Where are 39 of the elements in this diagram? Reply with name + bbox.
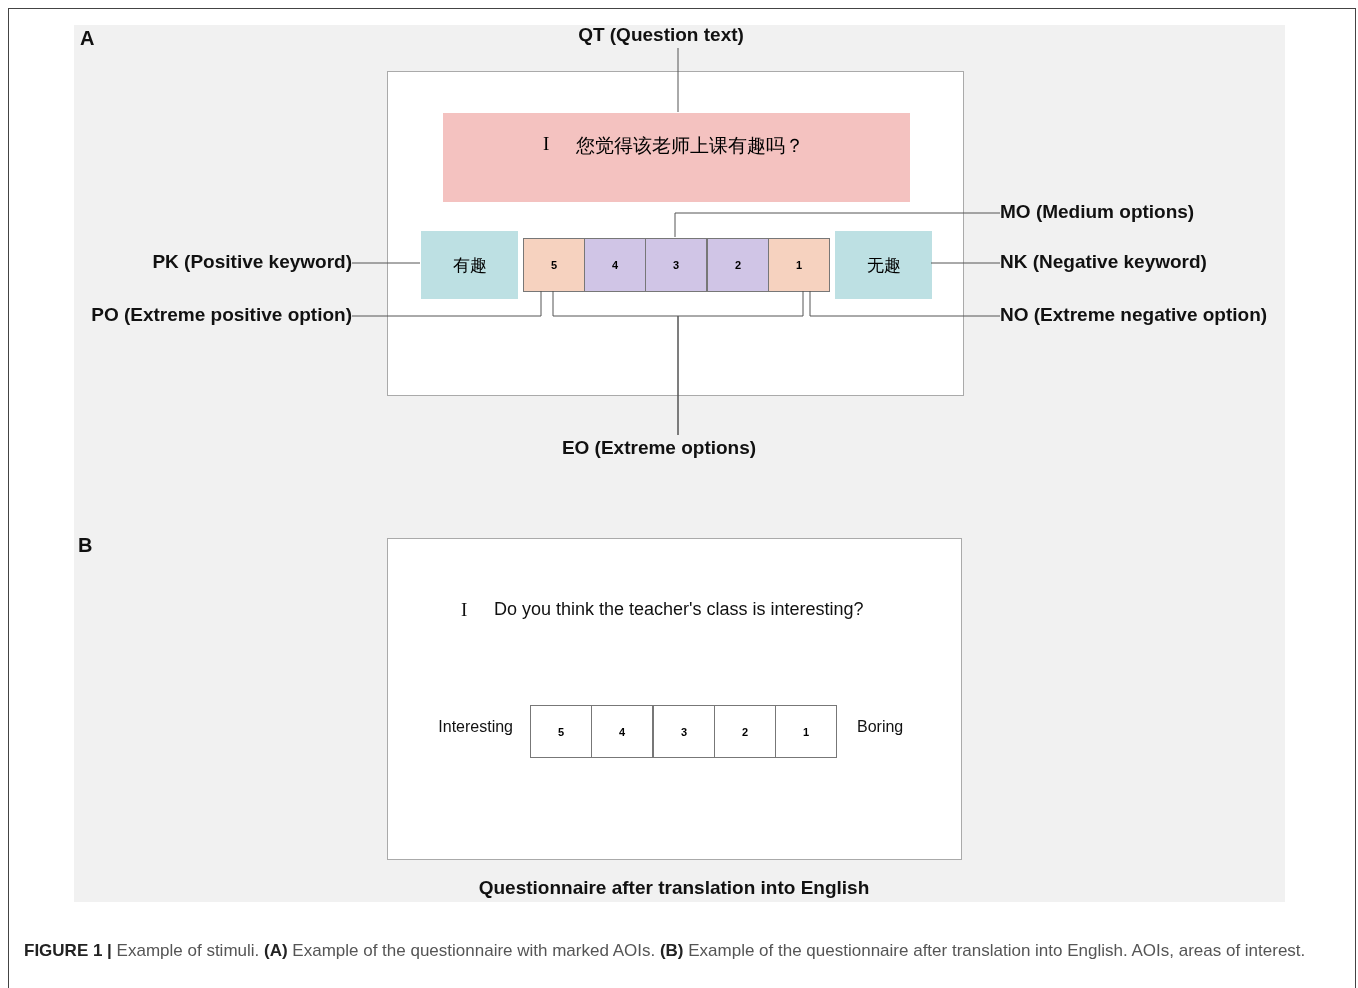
- rating-option: 4: [591, 705, 653, 758]
- scale-end-label: Interesting: [437, 718, 513, 737]
- question-text: 您觉得该老师上课有趣吗？: [576, 134, 804, 158]
- aoi-label: NO (Extreme negative option): [1000, 302, 1285, 328]
- panel-letter: B: [78, 534, 94, 558]
- questionnaire-screen: [387, 538, 962, 860]
- rating-option: 4: [584, 238, 646, 292]
- question-area: [443, 113, 910, 202]
- leader-line: [809, 290, 1001, 317]
- panel-letter: A: [80, 27, 96, 51]
- rating-option: 1: [775, 705, 837, 758]
- leader-line: [677, 290, 804, 436]
- rating-option: 3: [645, 238, 707, 292]
- question-text: Do you think the teacher's class is interesting?: [494, 599, 865, 621]
- leader-line: [351, 262, 421, 264]
- rating-option: 1: [768, 238, 830, 292]
- aoi-label: QT (Question text): [511, 22, 811, 48]
- rating-option: 5: [530, 705, 592, 758]
- rating-option: 5: [523, 238, 585, 292]
- aoi-label: EO (Extreme options): [509, 435, 809, 461]
- aoi-label: PK (Positive keyword): [100, 249, 352, 275]
- item-marker: I: [461, 599, 469, 622]
- panel-title: Questionnaire after translation into English: [477, 877, 871, 900]
- keyword-box: 有趣: [421, 231, 518, 299]
- leader-line: [351, 290, 542, 317]
- aoi-label: PO (Extreme positive option): [60, 302, 352, 328]
- item-marker: I: [543, 133, 550, 155]
- rating-option: 2: [707, 238, 769, 292]
- questionnaire-screen: [387, 71, 964, 396]
- figure-caption: FIGURE 1 | Example of stimuli. (A) Example of the questionnaire with marked AOIs. (B) Example of the questionnaire after translation into English. AOIs, areas of interest.: [24, 940, 1307, 962]
- rating-option: 2: [714, 705, 776, 758]
- keyword-box: 无趣: [835, 231, 932, 299]
- leader-line: [674, 212, 1001, 238]
- leader-line: [677, 47, 679, 113]
- aoi-label: NK (Negative keyword): [1000, 249, 1270, 275]
- leader-line: [930, 262, 1001, 264]
- rating-option: 3: [653, 705, 715, 758]
- scale-end-label: Boring: [857, 718, 905, 737]
- aoi-label: MO (Medium options): [1000, 199, 1260, 225]
